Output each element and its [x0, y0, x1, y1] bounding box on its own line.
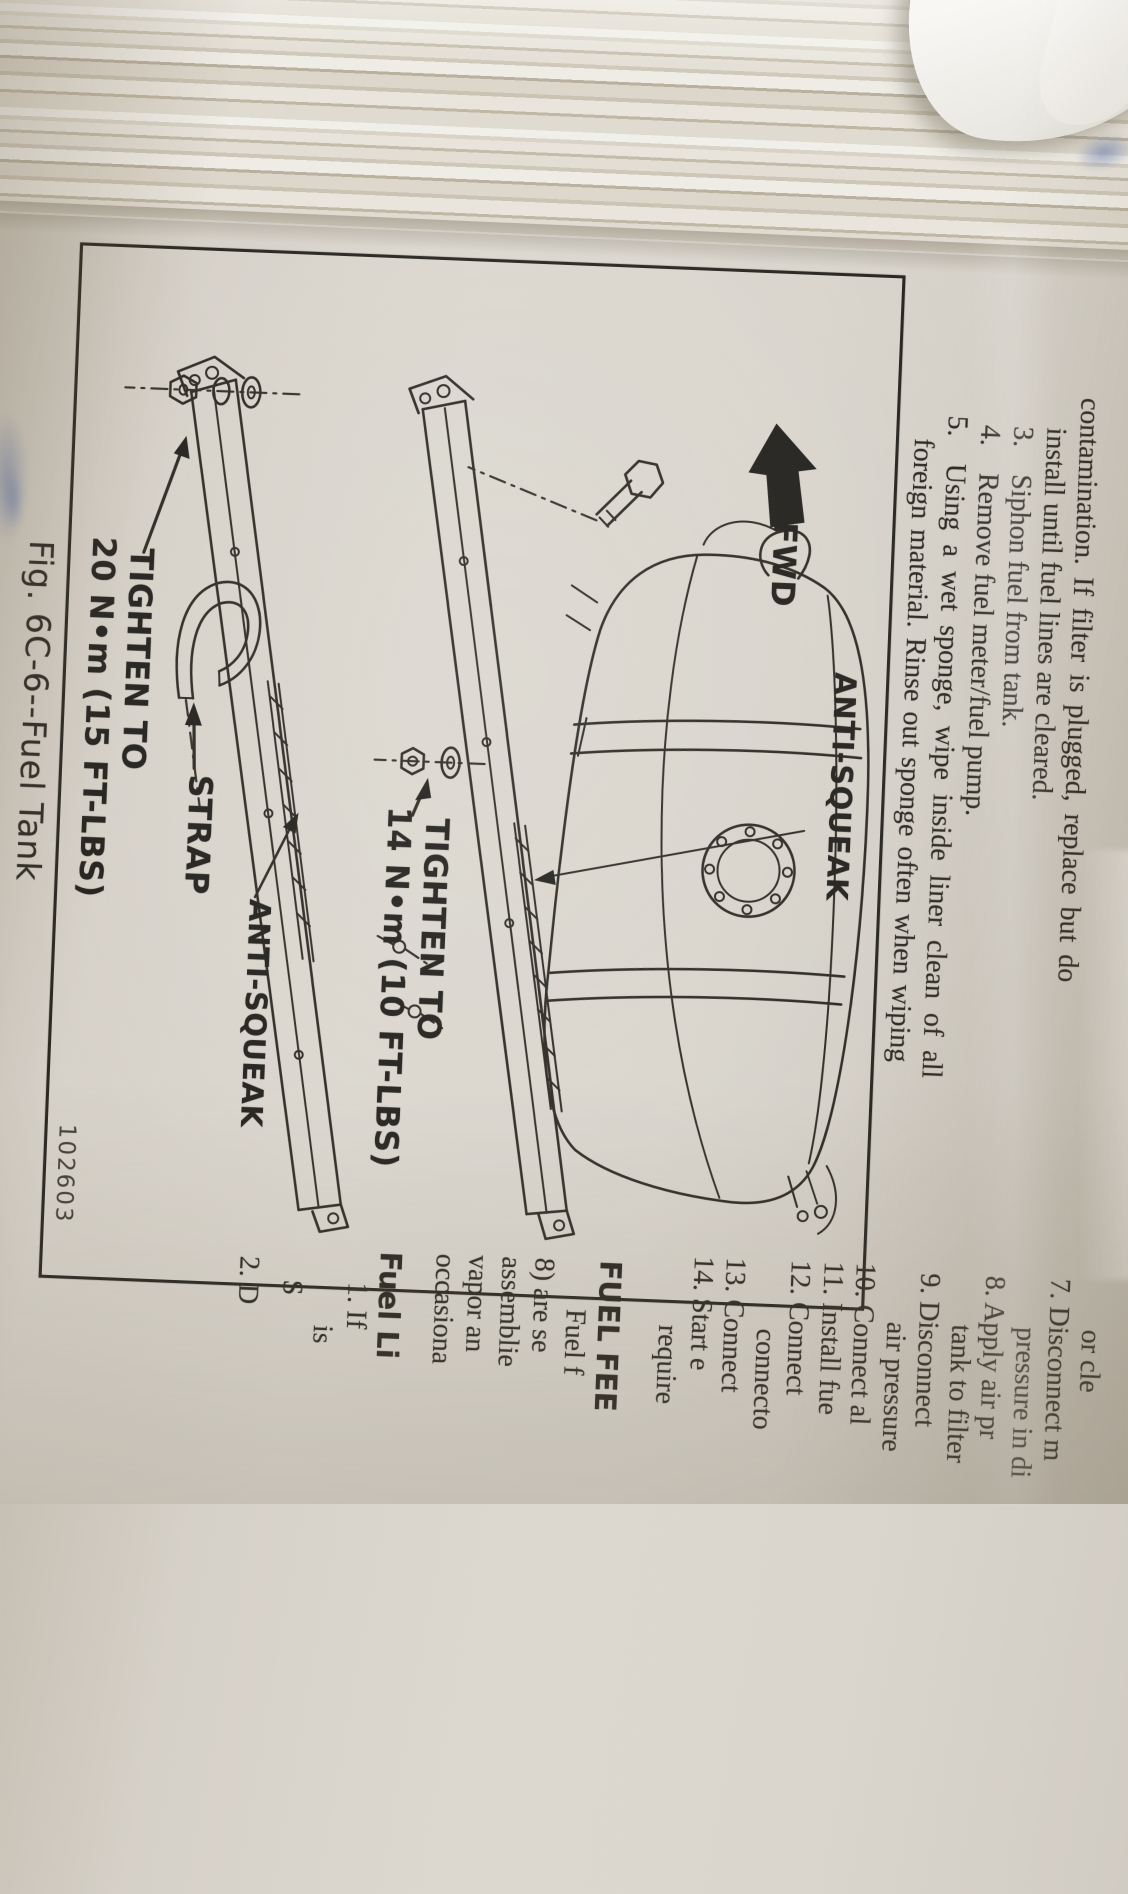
text-line: 12. Connect [779, 1259, 816, 1396]
paper-crease-highlight [968, 230, 1058, 1504]
text-line: 10. Connect al [843, 1262, 881, 1426]
text-line: assemblie [491, 1255, 527, 1368]
fwd-arrow-icon [748, 423, 817, 528]
text-line: 9. Disconnect [908, 1272, 946, 1428]
section-heading: FUEL FEE [587, 1259, 628, 1413]
page-edge-highlight [1078, 850, 1128, 1280]
text-line: require [649, 1324, 684, 1405]
text-line: 1. If [339, 1281, 373, 1330]
text-line: 13. Connect [714, 1256, 751, 1394]
text-line: connecto [746, 1328, 782, 1431]
text-line: occasiona [425, 1253, 461, 1365]
fuel-tank-diagram [124, 355, 870, 1241]
fwd-label: FWD [763, 521, 805, 608]
sub-heading: Fuel Li [369, 1250, 408, 1360]
text-line: 11. Install fue [811, 1260, 849, 1416]
text-line: S [276, 1279, 308, 1296]
photo-of-manual-page: { "colors": { "ink": "#302d27", "paper":… [0, 0, 1128, 1504]
strap-label: STRAP [177, 773, 220, 896]
text-line: 2. D [231, 1255, 265, 1305]
text-line: is [306, 1324, 338, 1345]
text-line: or cle [1072, 1329, 1107, 1394]
text-line: air pressure [875, 1321, 912, 1453]
figure-part-number: 102603 [49, 1123, 80, 1225]
text-line: 14. Start e [683, 1255, 719, 1372]
figure-box: FWD ANTI-SQUEAK ANTI-SQUEAK STRAP TIGHTE… [38, 242, 906, 1311]
text-line: 8) are se [525, 1257, 560, 1354]
text-line: vapor an [458, 1254, 494, 1353]
text-line: Fuel f [557, 1308, 591, 1376]
